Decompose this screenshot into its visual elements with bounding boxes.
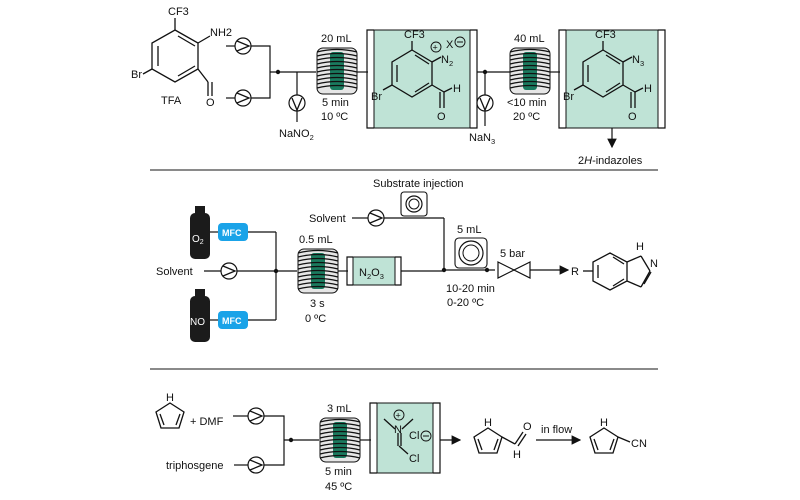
pump-nitrite [288,94,306,112]
mfc-o2-label: MFC [222,228,242,238]
svg-text:+: + [396,411,401,421]
no-label: NO [190,317,205,328]
n2o3-label: N2O3 [359,267,384,281]
pyrrole-h: H [166,392,174,404]
azide-o: O [628,111,637,123]
pump-pyrrole [247,407,265,425]
no-cylinder: NO [190,289,210,342]
pump-solvent-top [367,209,385,227]
pyrrole-nitrile-structure: H CN [589,417,647,454]
substrate-injection-label: Substrate injection [373,178,464,190]
aldehyde-nh-h: H [484,417,492,429]
azide-h: H [644,83,652,95]
injection-loop [400,191,428,217]
aminobenzaldehyde-structure: CF3 NH2 Br O [131,6,232,109]
coil-5ml [454,237,488,269]
panel-diazotization-azidation: CF3 NH2 Br O TFA NaNO2 [131,6,666,167]
coil-time: 10-20 min [446,283,495,295]
back-pressure-regulator [497,261,531,279]
nitrite-label: NaNO2 [279,128,314,142]
bpr-label: 5 bar [500,248,525,260]
benzotriazole-structure: R H N [571,241,658,291]
coil-reactor-3ml [319,417,361,463]
vilsmeier-n: N [394,424,402,436]
reactor2-volume: 40 mL [514,33,545,45]
dmf-label: + DMF [190,416,224,428]
benzotriazole-nh-h: H [636,241,644,253]
panel-benzotriazole-synthesis: Substrate injection Solvent O2 MFC [156,178,658,342]
coil-temp: 0-20 ºC [447,297,484,309]
o2-cylinder: O2 [190,206,210,259]
vilsmeier-cl-ion: Cl [409,430,419,442]
solvent-main-label: Solvent [156,266,193,278]
solvent-top-label: Solvent [309,213,346,225]
reactor2-temp: 20 ºC [513,111,540,123]
o2-label: O2 [192,234,204,246]
aldehyde-o-label: O [206,97,215,109]
reactor1-time: 5 min [322,97,349,109]
pump-1 [234,37,252,55]
coil-volume: 5 mL [457,224,481,236]
aldehyde-o: O [523,421,532,433]
azide-cf3: CF3 [595,29,616,41]
indazole-product: 2H-indazoles [578,155,643,167]
reactor1-temp: 10 ºC [321,111,348,123]
pump-triphosgene [247,456,265,474]
pump-solvent-main [220,262,238,280]
pyrrole-structure: H [155,392,185,429]
diazonium-o: O [437,111,446,123]
triphosgene-label: triphosgene [166,460,224,472]
br-label: Br [131,69,142,81]
vilsmeier-intermediate: N + Cl Cl [369,402,441,474]
reactor-3ml-time: 5 min [325,466,352,478]
in-flow-label: in flow [541,424,572,436]
nitrile-cn: CN [631,438,647,450]
reactor-3ml-temp: 45 ºC [325,481,352,493]
mfc-no-label: MFC [222,316,242,326]
reactor-0.5ml-time: 3 s [310,298,325,310]
azide-label: NaN3 [469,132,495,146]
diazonium-h: H [453,83,461,95]
nitrile-nh-h: H [600,417,608,429]
coil-reactor-1 [316,47,358,95]
azide-br: Br [563,91,574,103]
coil-reactor-0.5ml [297,248,339,294]
vilsmeier-cl: Cl [409,453,419,465]
n2o3-intermediate: N2O3 [346,256,402,286]
benzotriazole-r: R [571,266,579,278]
cf3-label: CF3 [168,6,189,18]
nh2-label: NH2 [210,27,232,39]
panel-pyrrole-nitrile: H + DMF triphosgene [155,392,647,493]
reactor-0.5ml-volume: 0.5 mL [299,234,333,246]
svg-text:+: + [433,43,438,53]
reactor-0.5ml-temp: 0 ºC [305,313,326,325]
diazonium-cf3: CF3 [404,29,425,41]
reactor-3ml-volume: 3 mL [327,403,351,415]
diazonium-x: X [446,39,454,51]
diazonium-intermediate: CF3 N2 + X Br O H [366,29,478,129]
diazonium-br: Br [371,91,382,103]
reactor2-time: <10 min [507,97,546,109]
azide-intermediate: CF3 N3 Br O H [558,29,666,129]
benzotriazole-n: N [650,258,658,270]
coil-reactor-2 [509,47,551,95]
tfa-label: TFA [161,95,182,107]
mfc-no[interactable]: MFC [218,311,248,329]
pyrrole-aldehyde-structure: H O H [473,417,532,461]
pump-azide [476,94,494,112]
mfc-o2[interactable]: MFC [218,223,248,241]
pump-2 [234,89,252,107]
reactor1-volume: 20 mL [321,33,352,45]
aldehyde-h: H [513,449,521,461]
